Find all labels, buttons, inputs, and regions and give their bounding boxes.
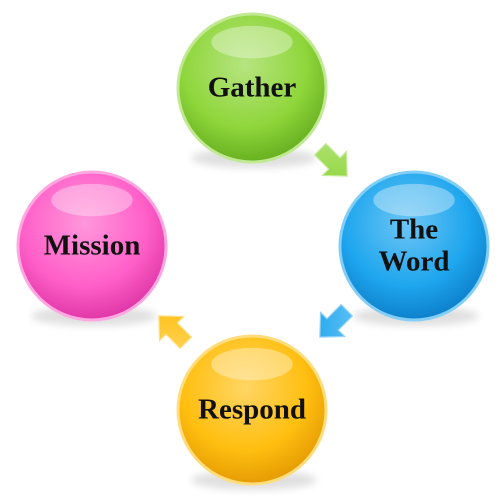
node-circle-respond — [176, 334, 328, 486]
arrow-the-word-to-respond — [319, 303, 354, 338]
node-label-gather: Gather — [208, 72, 297, 104]
arrow-respond-to-mission — [158, 315, 193, 350]
node-gather: Gather — [176, 12, 328, 164]
node-circle-the-word — [338, 170, 490, 322]
node-label-the-word-line-2: Word — [379, 246, 450, 278]
node-highlight-mission — [51, 183, 133, 217]
node-label-mission: Mission — [44, 230, 141, 262]
node-circle-mission — [16, 170, 168, 322]
node-respond: Respond — [176, 334, 328, 486]
node-label-respond: Respond — [198, 394, 306, 426]
arrow-gather-to-the-word — [313, 142, 348, 177]
node-mission: Mission — [16, 170, 168, 322]
node-highlight-gather — [211, 25, 293, 59]
node-label-the-word-line-1: The — [390, 214, 438, 246]
node-highlight-the-word — [373, 183, 455, 217]
node-circle-gather — [176, 12, 328, 164]
connector-arrows — [158, 142, 354, 350]
node-highlight-respond — [211, 347, 293, 381]
